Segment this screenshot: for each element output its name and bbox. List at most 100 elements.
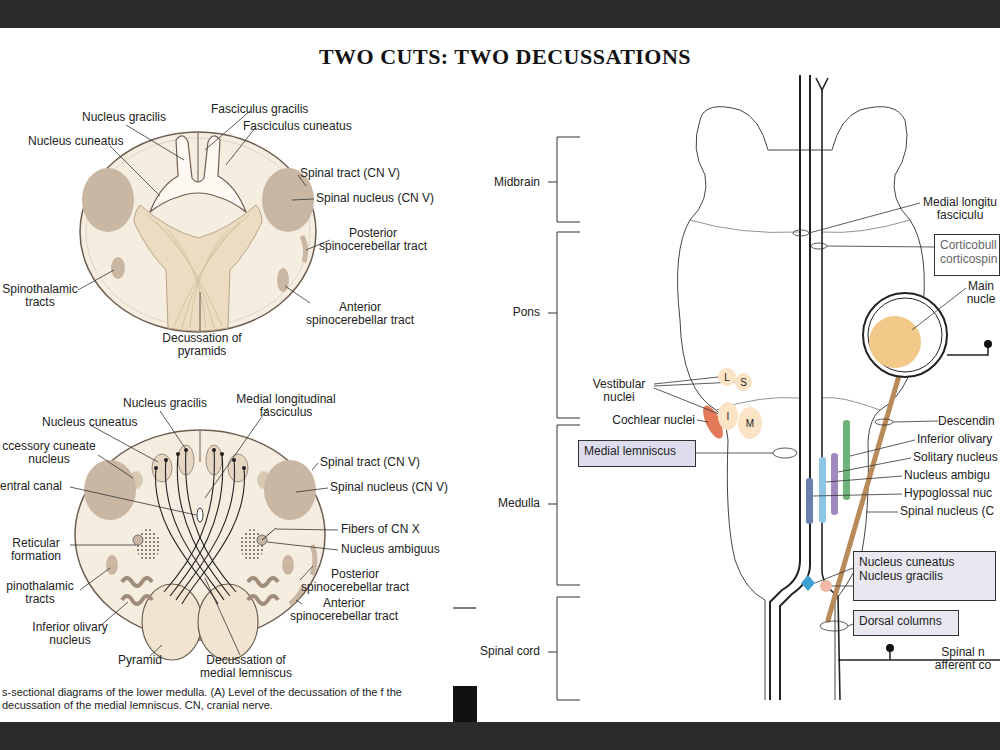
neuron (184, 448, 188, 452)
leader (110, 146, 160, 196)
leader (827, 246, 934, 247)
top-bar (0, 0, 1000, 28)
leader (70, 545, 136, 546)
cuneatus-cell (801, 575, 815, 591)
structure-label: Posterior spinocerebellar tract (312, 227, 434, 253)
leader (866, 512, 898, 513)
leader (850, 440, 915, 456)
fiber (156, 222, 214, 328)
spinal-nucleus (264, 460, 316, 520)
leader (832, 586, 853, 587)
afferent-wire (947, 346, 988, 355)
medulla-section (80, 132, 316, 332)
olive-fold (248, 596, 278, 604)
olive-fold (122, 578, 152, 586)
leader (160, 411, 185, 448)
leader (809, 203, 920, 233)
structure-label: Spinal cord (480, 645, 540, 658)
leader (696, 453, 773, 454)
spinothalamic-tract (111, 257, 125, 279)
leader (826, 476, 902, 482)
structure-label: Midbrain (494, 176, 540, 189)
leader (276, 529, 338, 530)
solitary-nucleus (831, 453, 838, 515)
leader (200, 292, 201, 331)
vestibular-nucleus: S (735, 373, 752, 391)
node-label: M (746, 418, 754, 429)
node-label: S (740, 377, 747, 388)
nucleus-shape (738, 407, 762, 439)
structure-label: Medial longitu fasciculu (920, 196, 1000, 222)
figure-caption: s-sectional diagrams of the lower medull… (2, 686, 447, 712)
structure-label: Descendin (938, 415, 995, 428)
structure-label: Main nucle (962, 280, 1000, 306)
structure-label: Vestibular nuclei (584, 378, 654, 404)
nucleus-ambiguus (819, 457, 826, 523)
spinothalamic-tract (106, 555, 118, 575)
bracket (548, 232, 580, 418)
spinal-nucleus (82, 168, 134, 232)
label-box: Nucleus cuneatusNucleus gracilis (853, 551, 996, 601)
fiber (146, 214, 222, 326)
ganglion-dot (984, 340, 992, 348)
leader (893, 421, 938, 422)
cn-x-fiber (262, 528, 276, 540)
leader (205, 408, 268, 498)
pyramid (142, 584, 202, 660)
leader (813, 494, 902, 496)
posterior-spinocerebellar (302, 236, 306, 262)
pyramidal-decussation (134, 205, 262, 331)
structure-label: Decussation of pyramids (152, 332, 252, 358)
node-label: Medial lemniscus (584, 444, 690, 458)
structure-label: Medulla (498, 497, 540, 510)
marker (811, 243, 827, 249)
magnifier-circle (868, 298, 942, 372)
magnifier-circle (863, 293, 947, 377)
leader (80, 568, 110, 590)
leader (838, 458, 911, 472)
main-nucleus (869, 316, 921, 368)
structure-label: Spinal nucleus (CN V) (316, 192, 434, 205)
corticospinal-tract (770, 75, 800, 700)
neuron (176, 452, 180, 456)
leader (697, 420, 708, 422)
fiber (182, 222, 240, 328)
bracket (548, 137, 580, 222)
fiber (190, 228, 230, 328)
structure-label: Spinal tract (CN V) (300, 167, 400, 180)
structure-label: Pons (513, 306, 540, 319)
separator-line (453, 607, 476, 608)
structure-label: Inferior olivary nucleus (20, 621, 120, 647)
bracket (548, 425, 580, 585)
structure-label: Cochlear nuclei (612, 414, 695, 427)
structure-label: Nucleus cuneatus (42, 416, 137, 429)
structure-label: Solitary nucleus (913, 451, 998, 464)
structure-label: Spinal nucleus (C (900, 505, 994, 518)
marker (773, 448, 797, 458)
structure-label: Fasciculus gracilis (211, 103, 308, 116)
structure-label: Spinal nucleus (CN V) (330, 481, 448, 494)
leader (126, 125, 184, 160)
fiber (182, 468, 244, 604)
tract-box: Corticobull corticospin (934, 234, 1000, 276)
leader (292, 199, 314, 200)
leader (226, 128, 255, 165)
structure-label: Fibers of CN X (341, 523, 420, 536)
internal-arcuate-fibers (156, 450, 245, 604)
structure-label: Anterior spinocerebellar tract (283, 597, 405, 623)
nucleus-ambiguus (133, 535, 143, 545)
anterior-spinocerebellar (277, 268, 289, 292)
leader (815, 568, 853, 583)
structure-label: Fasciculus cuneatus (243, 120, 352, 133)
inferior-olivary (843, 420, 850, 500)
node-label: Nucleus gracilis (859, 569, 990, 583)
nucleus-shape (735, 373, 752, 391)
central-canal (197, 508, 203, 522)
leader (912, 288, 966, 330)
neuron (212, 448, 216, 452)
pyramid (198, 584, 258, 660)
structure-label: Pyramid (118, 654, 162, 667)
hypoglossal-nucleus (806, 478, 813, 524)
structure-label: Hypoglossal nuc (904, 487, 992, 500)
